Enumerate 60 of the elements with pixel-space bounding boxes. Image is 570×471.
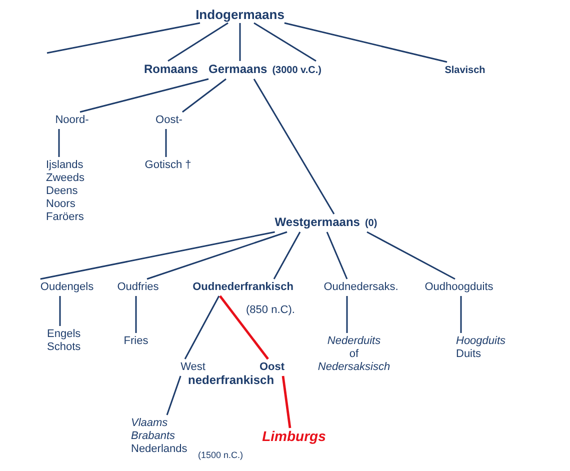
connector-line — [253, 78, 335, 214]
date-label: (1500 n.C.) — [198, 449, 244, 462]
connector-line — [59, 296, 61, 326]
language-name: Engels — [47, 328, 81, 341]
language-name: Zweeds — [46, 172, 85, 185]
date-label: (3000 v.C.) — [272, 65, 322, 76]
language-name: Nederduits — [326, 335, 382, 348]
language-name: of — [348, 348, 360, 361]
language-name: Gotisch † — [144, 159, 192, 172]
language-name: Brabants — [131, 430, 176, 443]
language-name: Noord- — [55, 114, 89, 127]
language-branch-label: Oudnederfrankisch — [192, 281, 294, 294]
language-name: Faröers — [46, 211, 85, 224]
language-name: Vlaams — [131, 417, 169, 430]
connector-line — [146, 231, 288, 280]
language-name: Oudnedersaks. — [324, 281, 398, 294]
connector-line — [326, 232, 348, 280]
connector-line — [58, 129, 60, 157]
language-name: Schots — [47, 341, 81, 354]
connector-line — [366, 231, 456, 280]
connector-line — [40, 231, 275, 280]
language-name: Oudengels — [40, 281, 94, 294]
language-family-label: Romaans — [144, 63, 198, 76]
date-label: (850 n.C). — [246, 304, 295, 317]
highlighted-language-label: Limburgs — [262, 430, 326, 443]
language-name: West — [180, 361, 206, 374]
connector-line — [284, 22, 448, 63]
language-name: Deens — [46, 185, 79, 198]
language-name: Nederlands — [131, 443, 188, 456]
language-name: Fries — [124, 335, 148, 348]
root-language-label: Indogermaans — [196, 8, 284, 21]
connector-line — [168, 22, 228, 62]
connector-line — [254, 22, 316, 62]
language-name: Oost- — [156, 114, 182, 127]
connector-line — [184, 296, 220, 360]
language-name: Noors — [46, 198, 76, 211]
connector-line — [46, 22, 200, 54]
language-name: Oudfries — [117, 281, 159, 294]
language-name: Ijslands — [46, 159, 84, 172]
language-name: Hoogduits — [456, 335, 506, 348]
connector-line — [239, 23, 241, 61]
connector-line — [166, 376, 182, 416]
connector-line — [165, 129, 167, 157]
date-label: (0) — [364, 218, 378, 229]
language-name: Nedersaksisch — [318, 361, 390, 374]
language-name: Westgermaans — [274, 215, 360, 229]
connector-line — [219, 295, 269, 360]
language-name: Germaans — [208, 62, 268, 76]
language-name: Duits — [456, 348, 482, 361]
connector-line — [182, 78, 226, 113]
connector-line — [273, 232, 301, 280]
connector-line — [346, 296, 348, 333]
connector-line — [135, 296, 137, 333]
connector-line — [282, 376, 292, 428]
connector-line — [80, 78, 209, 113]
language-name: Oudhoogduits — [424, 281, 494, 294]
language-family-label: Slavisch — [444, 64, 486, 77]
branch-label: nederfrankisch — [188, 374, 274, 387]
connector-line — [460, 296, 462, 333]
language-branch-label: Oost — [259, 361, 285, 374]
